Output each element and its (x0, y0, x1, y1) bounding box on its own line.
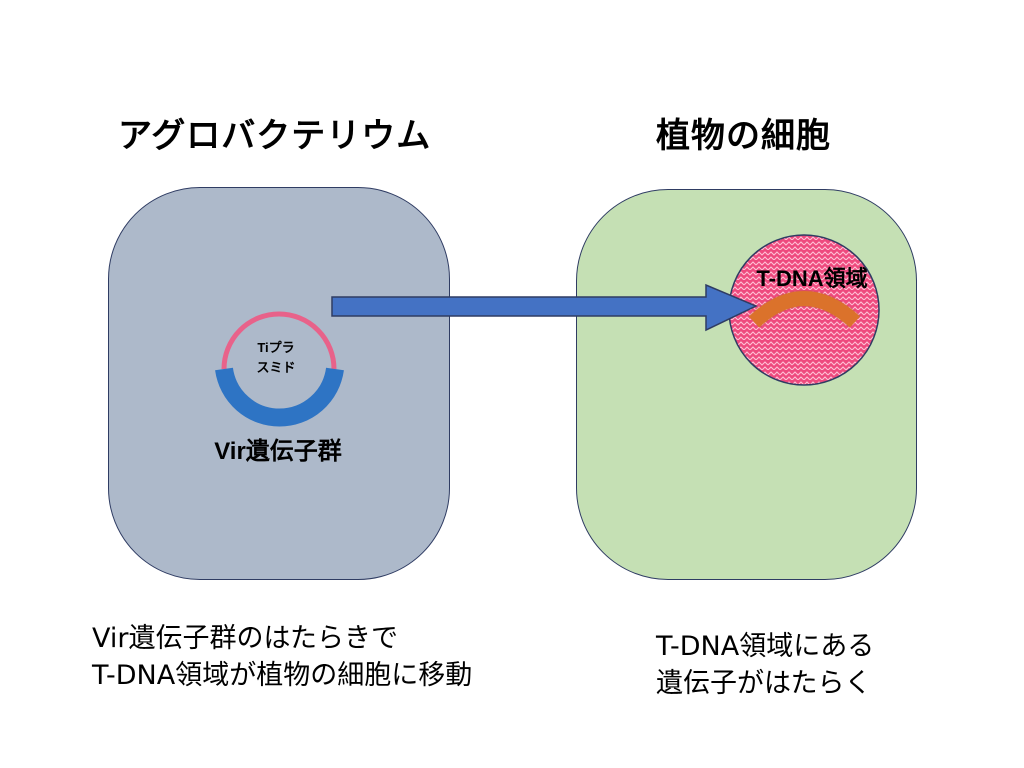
agrobacterium-cell (108, 187, 450, 580)
caption-right-line1: T-DNA領域にある (656, 631, 875, 662)
plant-cell-title: 植物の細胞 (656, 116, 831, 156)
plant-cell-caption: T-DNA領域にある 遺伝子がはたらく (656, 628, 874, 702)
agrobacterium-caption: Vir遺伝子群のはたらきで T-DNA領域が植物の細胞に移動 (92, 620, 472, 694)
nucleus (728, 234, 880, 386)
caption-left-line2: T-DNA領域が植物の細胞に移動 (92, 660, 473, 691)
tdna-region-label: T-DNA領域 (756, 266, 867, 291)
plant-cell (576, 189, 917, 580)
agrobacterium-title: アグロバクテリウム (118, 116, 432, 156)
plasmid-label-line1: Tiプラ (257, 340, 294, 355)
transfer-arrow (331, 283, 758, 332)
plasmid-arc (221, 311, 337, 370)
caption-right-line2: 遺伝子がはたらく (656, 668, 872, 699)
tdna-insert-arc (748, 291, 861, 328)
vir-genes-label: Vir遺伝子群 (214, 438, 342, 465)
vir-gene-arc (215, 367, 344, 427)
plasmid-label-line2: スミド (256, 360, 295, 375)
caption-left-line1: Vir遺伝子群のはたらきで (92, 623, 398, 654)
